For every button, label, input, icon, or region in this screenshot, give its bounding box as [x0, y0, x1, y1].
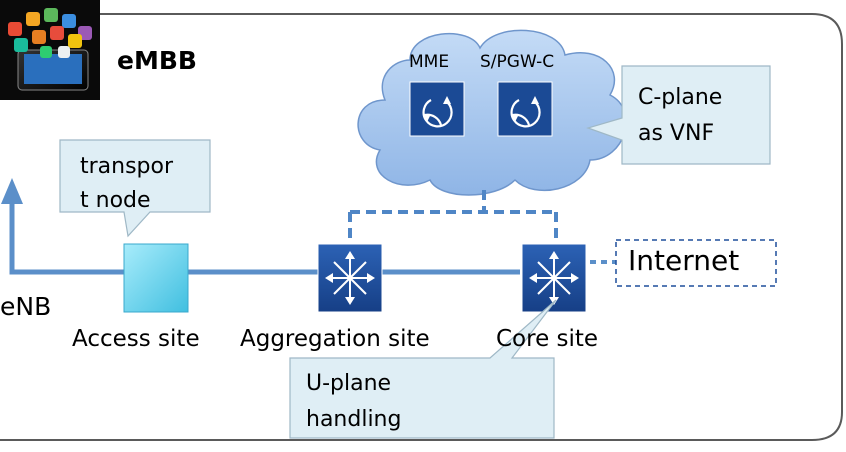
- spgw-c-function: [497, 81, 553, 137]
- mme-function: [409, 81, 465, 137]
- aggregation-site-label: Aggregation site: [240, 326, 430, 352]
- site-frame: [0, 13, 843, 441]
- transport-node-callout: [59, 139, 211, 238]
- vnf-cloud: [357, 29, 627, 196]
- internet-box: [615, 239, 777, 287]
- access-site-label: Access site: [72, 326, 200, 352]
- embb-app-icon: [0, 0, 100, 100]
- access-site-node: [123, 243, 189, 313]
- scenario-title: eMBB: [117, 46, 197, 75]
- core-router: [521, 243, 587, 313]
- internet-label: Internet: [628, 244, 740, 277]
- control-plane-links: [348, 190, 558, 245]
- spgw-c-label: S/PGW-C: [480, 52, 555, 72]
- u-plane-callout: [289, 299, 557, 439]
- c-plane-callout: [586, 65, 771, 165]
- aggregation-router: [317, 243, 383, 313]
- transport-node-callout-text: transpor t node: [80, 154, 174, 213]
- uplink-arrow-icon: [1, 178, 23, 204]
- router-circle-icon: [510, 96, 541, 128]
- router-arrows-icon: [532, 254, 576, 302]
- enb-label: eNB: [0, 292, 52, 321]
- router-arrows-icon: [328, 254, 372, 302]
- mme-label: MME: [409, 52, 450, 72]
- core-site-label: Core site: [496, 326, 599, 352]
- u-plane-callout-text: U-plane handling: [306, 371, 402, 432]
- c-plane-callout-text: C-plane as VNF: [638, 85, 723, 146]
- router-circle-icon: [422, 96, 453, 128]
